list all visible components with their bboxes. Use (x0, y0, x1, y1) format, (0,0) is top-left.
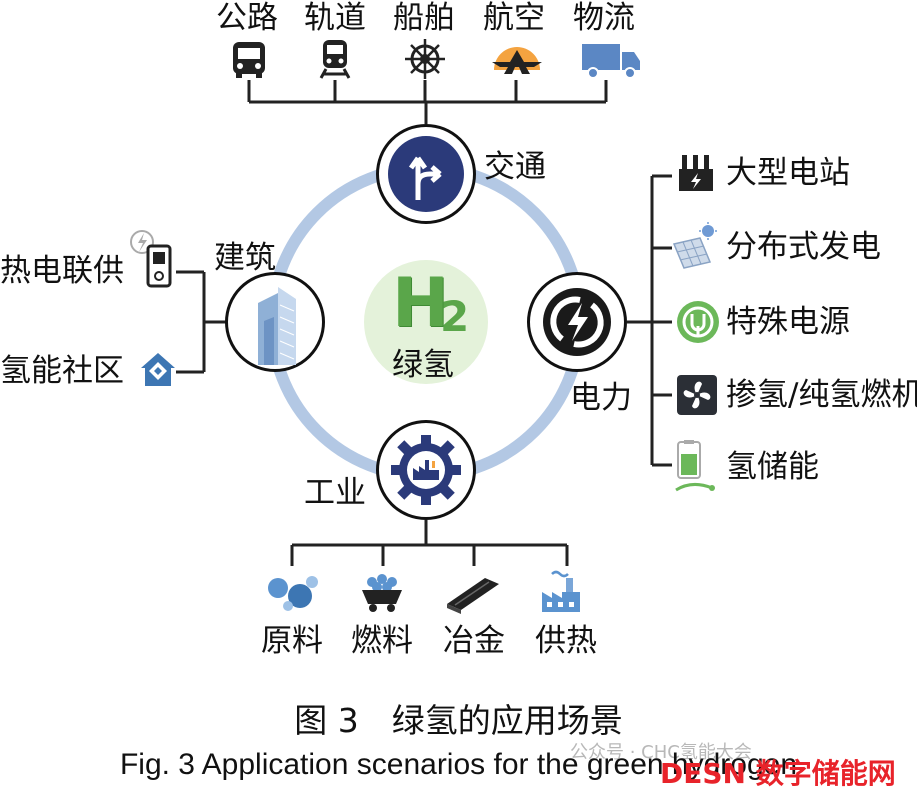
gear-factory-icon (391, 435, 461, 505)
factory-heat-icon (542, 570, 580, 612)
power-item-hydrogen-storage: 氢储能 (726, 449, 819, 485)
h2-symbol: H 2 (392, 264, 472, 343)
power-item-large-station: 大型电站 (726, 155, 850, 191)
center-label: 绿氢 (392, 347, 454, 383)
transport-item-road: 公路 (216, 0, 278, 36)
industry-hub-label: 工业 (304, 475, 366, 511)
watermark-brand: DESN 数字储能网 (660, 757, 896, 790)
industry-item-feedstock: 原料 (261, 623, 323, 659)
power-item-distributed: 分布式发电 (726, 229, 881, 265)
h2-subscript: 2 (440, 292, 470, 341)
office-building-icon (258, 287, 296, 365)
ship-wheel-icon (405, 39, 445, 79)
train-icon (319, 40, 351, 79)
transport-item-ship: 船舶 (393, 0, 455, 36)
building-hub-label: 建筑 (214, 240, 276, 276)
h2-letter: H (392, 264, 449, 343)
molecule-icon (268, 576, 318, 611)
power-item-hydrogen-turbine: 掺氢/纯氢燃机 (726, 377, 917, 413)
airplane-icon (492, 47, 542, 74)
coal-cart-icon (362, 574, 402, 612)
transport-item-aviation: 航空 (483, 0, 545, 36)
power-hub (527, 272, 627, 372)
building-hub (225, 272, 325, 372)
bus-icon (233, 42, 265, 78)
transport-hub-label: 交通 (484, 149, 546, 185)
figure-caption-chinese: 图 3 绿氢的应用场景 (294, 701, 623, 740)
transport-hub (376, 124, 476, 224)
steel-beam-icon (447, 578, 499, 614)
industry-item-metallurgy: 冶金 (443, 623, 505, 659)
hydrogen-storage-battery-icon (675, 440, 715, 492)
chp-unit-icon (130, 230, 172, 288)
transport-item-rail: 轨道 (304, 0, 366, 36)
transport-item-logistics: 物流 (573, 0, 635, 36)
power-hub-label: 电力 (570, 380, 632, 416)
industry-hub (376, 420, 476, 520)
watermark-text: 公众号 · CHC氢能大会 (570, 742, 752, 763)
turbine-fan-icon (677, 375, 717, 415)
power-bolt-icon (543, 288, 611, 356)
building-item-community: 氢能社区 (0, 353, 124, 389)
solar-panel-icon (672, 222, 717, 269)
power-item-special-supply: 特殊电源 (726, 304, 850, 340)
special-power-icon (677, 301, 719, 343)
turn-right-sign-icon (388, 136, 464, 212)
power-station-icon (679, 155, 713, 191)
green-hydrogen-core (364, 260, 488, 384)
industry-item-fuel: 燃料 (351, 623, 413, 659)
building-item-chp: 热电联供 (0, 253, 124, 289)
industry-item-heat-supply: 供热 (535, 623, 597, 659)
truck-icon (582, 44, 640, 79)
community-home-icon (141, 353, 175, 386)
figure-caption-english: Fig. 3 Application scenarios for the gre… (119, 748, 798, 781)
